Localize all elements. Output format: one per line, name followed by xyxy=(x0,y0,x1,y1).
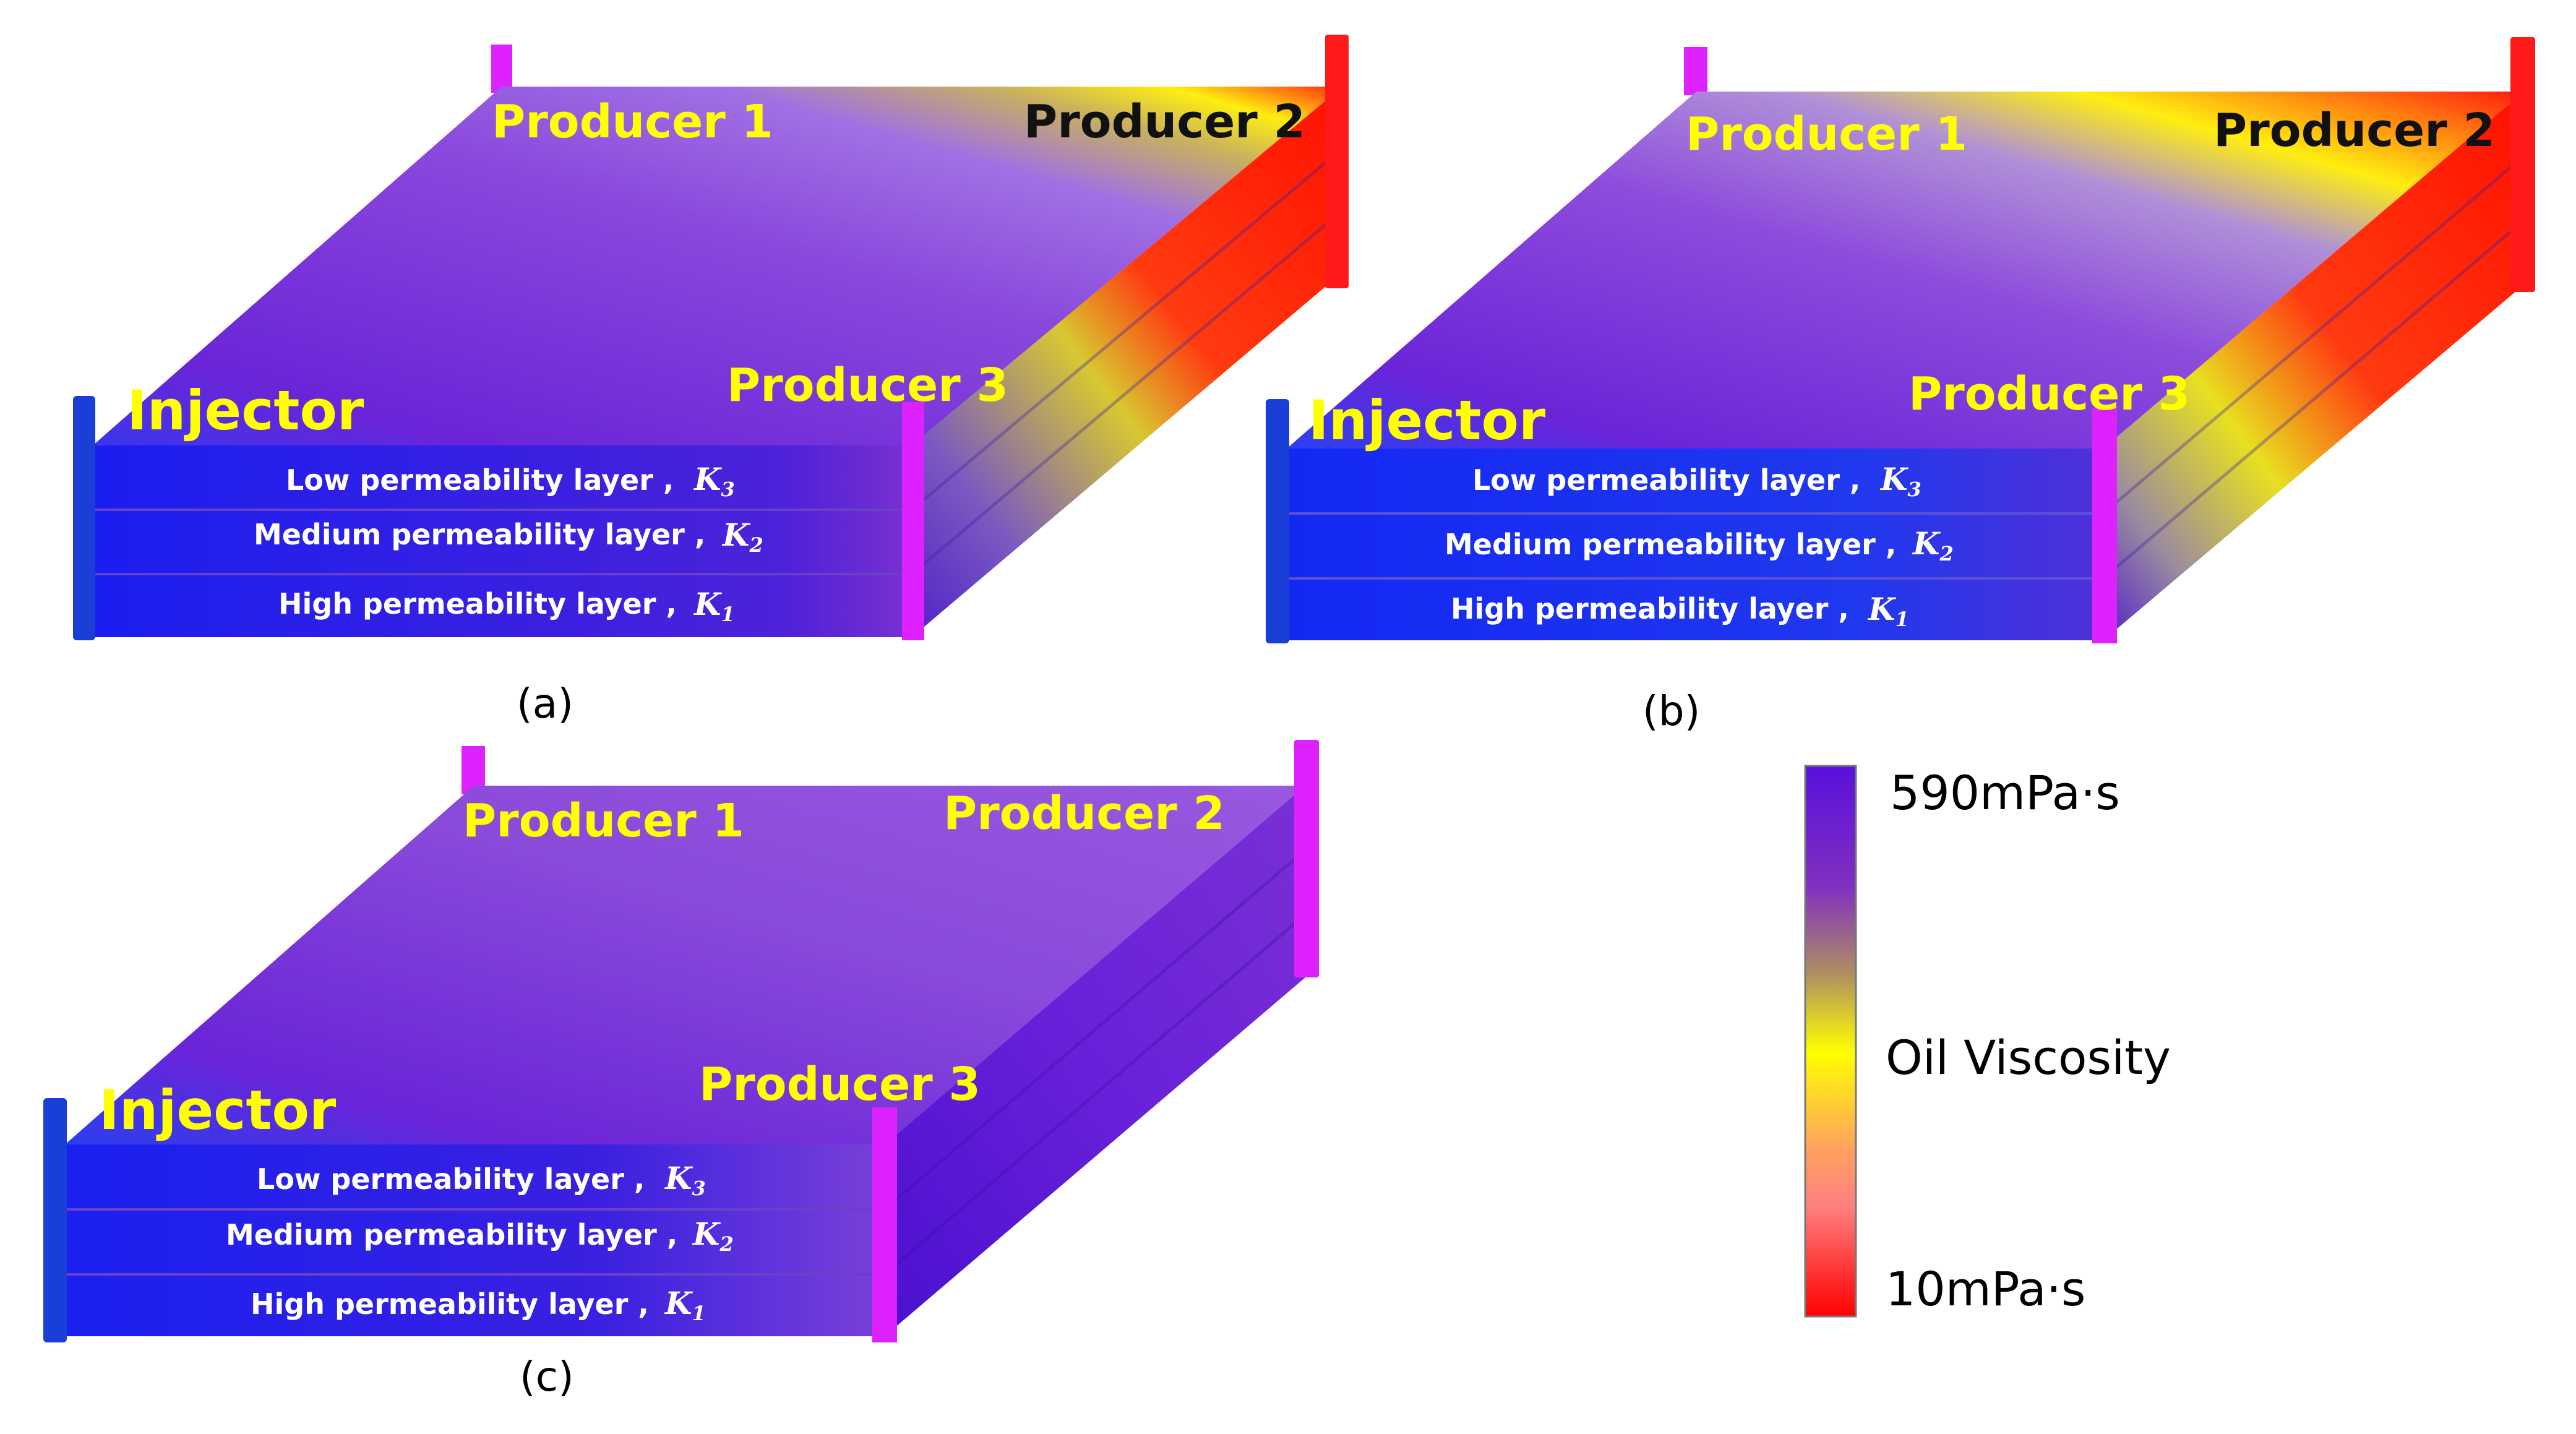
producer2-label: Producer 2 xyxy=(2213,104,2495,157)
reservoir-top-face xyxy=(1287,92,2524,449)
panel-c: Producer 1 Producer 2 Producer 3 Injecto… xyxy=(43,740,1319,1401)
layer-label: Low permeability layer , xyxy=(286,463,674,497)
layer-band xyxy=(93,510,912,573)
layer-band xyxy=(65,1144,885,1209)
layer-label: Low permeability layer , xyxy=(1472,463,1860,497)
layer-band xyxy=(1287,513,2103,578)
producer3-well xyxy=(902,402,924,640)
producer1-well xyxy=(1684,47,1707,95)
layer-divider xyxy=(883,913,1307,1276)
layer-label: Medium permeability layer , xyxy=(1445,528,1896,561)
producer2-label: Producer 2 xyxy=(1024,95,1305,148)
legend-min-label: 10mPa·s xyxy=(1886,1261,2085,1316)
layer-band xyxy=(65,1209,885,1274)
viscosity-legend: 590mPa·s Oil Viscosity 10mPa·s xyxy=(1804,765,2171,1318)
reservoir-side-face xyxy=(885,786,1305,1336)
injector-label: Injector xyxy=(1308,389,1546,452)
panel-label-a: (a) xyxy=(517,680,573,728)
layer-divider xyxy=(883,849,1307,1211)
panel-label-c: (c) xyxy=(520,1353,574,1401)
producer2-well xyxy=(2510,37,2535,292)
injector-label: Injector xyxy=(99,1078,337,1142)
layer-label: Medium permeability layer , xyxy=(254,518,705,551)
panel-b: Producer 1 Producer 2 Producer 3 Injecto… xyxy=(1266,37,2535,735)
legend-colorbar xyxy=(1804,765,1857,1318)
layer-band xyxy=(93,574,912,637)
injector-well xyxy=(43,1098,67,1342)
layer-band xyxy=(65,1274,885,1336)
reservoir-side-face xyxy=(2103,92,2524,640)
reservoir-top-face xyxy=(93,87,1342,445)
reservoir-top-face xyxy=(65,786,1305,1144)
layer-band xyxy=(93,445,912,509)
layer-label: High permeability layer , xyxy=(1451,592,1849,625)
layer-k-symbol: K1 xyxy=(664,1285,706,1325)
layer-label: Low permeability layer , xyxy=(257,1162,645,1196)
layer-k-symbol: K3 xyxy=(1879,461,1921,501)
layer-k-symbol: K2 xyxy=(1912,525,1954,565)
layer-k-symbol: K3 xyxy=(664,1160,706,1200)
injector-well xyxy=(1266,399,1289,643)
injector-well xyxy=(73,396,95,640)
panel-a: Producer 1 Producer 2 Producer 3 Injecto… xyxy=(73,35,1349,728)
producer2-well xyxy=(1294,740,1319,977)
layer-k-symbol: K3 xyxy=(693,461,735,501)
producer3-label: Producer 3 xyxy=(1908,367,2190,421)
layer-k-symbol: K2 xyxy=(721,517,763,557)
legend-title: Oil Viscosity xyxy=(1886,1030,2171,1085)
producer3-label: Producer 3 xyxy=(727,359,1008,412)
producer1-label: Producer 1 xyxy=(1686,108,1967,161)
layer-divider xyxy=(911,147,1344,511)
legend-max-label: 590mPa·s xyxy=(1890,765,2120,820)
layer-k-symbol: K1 xyxy=(693,586,735,626)
layer-k-symbol: K2 xyxy=(692,1216,734,1256)
producer3-label: Producer 3 xyxy=(699,1058,981,1111)
producer2-label: Producer 2 xyxy=(943,787,1225,840)
producer1-well xyxy=(491,45,512,93)
layer-label: High permeability layer , xyxy=(251,1287,649,1321)
layer-k-symbol: K1 xyxy=(1867,591,1909,631)
injector-label: Injector xyxy=(127,379,364,442)
producer1-label: Producer 1 xyxy=(463,794,744,848)
layer-divider xyxy=(2102,155,2525,515)
reservoir-side-face xyxy=(912,87,1342,637)
layer-divider xyxy=(2102,219,2525,580)
layer-divider xyxy=(911,209,1344,575)
layer-label: High permeability layer , xyxy=(278,587,677,620)
producer2-well xyxy=(1325,35,1349,288)
producer3-well xyxy=(872,1107,897,1342)
layer-band xyxy=(1287,449,2103,513)
layer-band xyxy=(1287,578,2103,640)
layer-label: Medium permeability layer , xyxy=(226,1218,677,1252)
producer1-label: Producer 1 xyxy=(492,95,773,148)
producer3-well xyxy=(2092,408,2117,643)
panel-label-b: (b) xyxy=(1642,687,1700,735)
